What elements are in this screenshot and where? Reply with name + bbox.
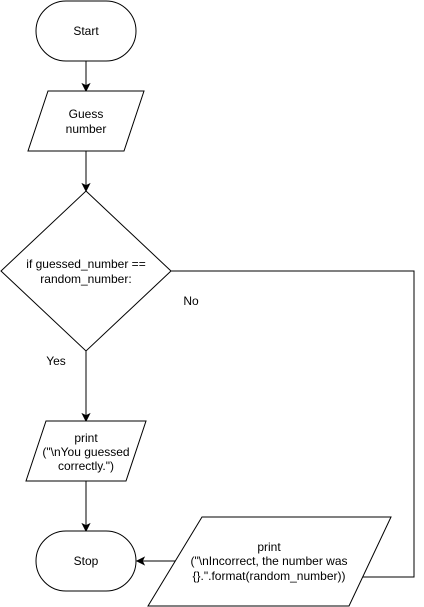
start-node: Start — [35, 0, 137, 62]
arrowhead-stop-top — [81, 522, 91, 533]
arrowhead-decision — [81, 182, 91, 193]
print-incorrect-parallelogram — [147, 516, 392, 607]
start-label: Start — [73, 24, 99, 38]
print-correct-line-1: print — [74, 431, 98, 445]
input-label-line-1: Guess — [69, 107, 104, 121]
start-terminator — [35, 0, 137, 62]
print-correct-line-2: ("\nYou guessed — [42, 445, 129, 459]
decision-node: if guessed_number == random_number: — [0, 190, 172, 352]
print-correct-parallelogram — [25, 420, 147, 482]
print-correct-node: print ("\nYou guessed correctly.") — [25, 420, 147, 482]
arrowhead-stop-right — [135, 556, 146, 566]
arrowhead-print-correct — [81, 412, 91, 423]
print-incorrect-line-1: print — [257, 540, 281, 554]
arrowhead-input — [81, 82, 91, 93]
stop-label: Stop — [74, 554, 99, 568]
input-node: Guess number — [27, 90, 145, 152]
input-parallelogram — [27, 90, 145, 152]
yes-branch-label: Yes — [46, 354, 66, 368]
stop-terminator — [35, 530, 137, 592]
decision-label-line-1: if guessed_number == — [26, 257, 145, 271]
print-incorrect-line-2: ("\nIncorrect, the number was — [191, 554, 348, 568]
stop-node: Stop — [35, 530, 137, 592]
print-correct-line-3: correctly.") — [58, 459, 114, 473]
no-branch-label: No — [183, 294, 199, 308]
decision-label-line-2: random_number: — [40, 272, 131, 286]
decision-diamond — [0, 190, 172, 352]
input-label-line-2: number — [66, 122, 107, 136]
edge-no-to-print-incorrect — [171, 270, 415, 578]
print-incorrect-node: print ("\nIncorrect, the number was {}."… — [147, 516, 392, 607]
connectors — [81, 61, 415, 582]
print-incorrect-line-3: {}.".format(random_number)) — [193, 569, 346, 583]
